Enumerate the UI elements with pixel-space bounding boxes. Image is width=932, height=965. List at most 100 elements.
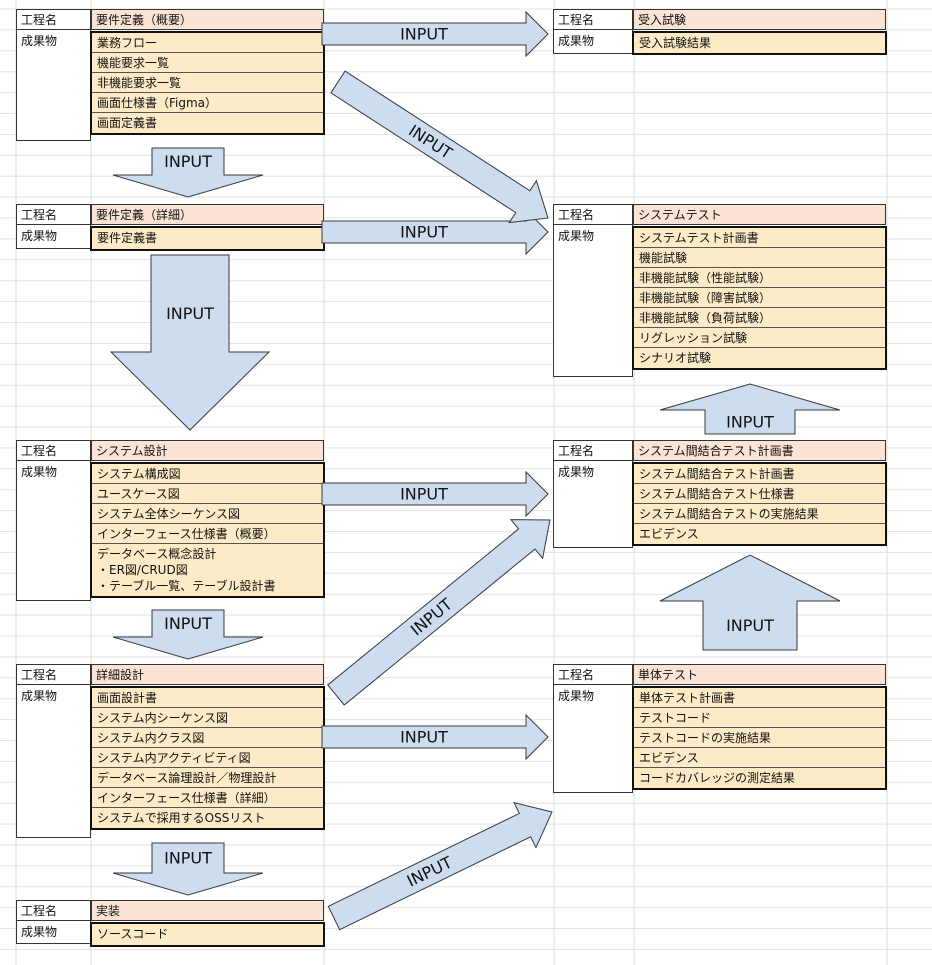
deliverable-label: 成果物 [21, 689, 58, 703]
arrow-down: INPUT [112, 609, 264, 660]
arrow-down: INPUT [112, 842, 264, 896]
deliverable-item: システム間結合テストの実施結果 [634, 504, 885, 524]
deliverable-item: 受入試験結果 [639, 36, 712, 50]
process-label: 工程名 [16, 204, 91, 225]
process-label: 工程名 [16, 9, 91, 30]
deliverable-item: 非機能試験（負荷試験） [634, 308, 885, 328]
deliverable-label: 成果物 [21, 465, 58, 479]
arrow-right: INPUT [321, 713, 549, 761]
deliverable-item: インターフェース仕様書（詳細） [92, 788, 323, 808]
process-label: 工程名 [16, 900, 91, 921]
process-label: 工程名 [553, 440, 633, 461]
deliverable-list: システム構成図ユースケース図システム全体シーケンス図インターフェース仕様書（概要… [90, 462, 325, 598]
deliverable-label-cell: 成果物 [16, 225, 91, 249]
input-label: INPUT [166, 304, 214, 323]
deliverable-label-cell: 成果物 [16, 461, 91, 601]
process-label: 工程名 [16, 440, 91, 461]
arrow-up: INPUT [659, 383, 841, 435]
deliverable-item: 非機能試験（性能試験） [634, 268, 885, 288]
process-name: 実装 [91, 900, 324, 921]
deliverable-item: シナリオ試験 [639, 351, 712, 365]
input-label: INPUT [400, 25, 448, 44]
input-label: INPUT [400, 223, 448, 242]
deliverable-item-line: ・テーブル一覧、テーブル設計書 [97, 579, 276, 593]
deliverable-item: システムテスト計画書 [634, 228, 885, 248]
deliverable-item: エビデンス [634, 748, 885, 768]
deliverable-item: システム間結合テスト仕様書 [634, 484, 885, 504]
deliverable-item: ソースコード [97, 927, 169, 941]
process-label: 工程名 [553, 204, 633, 225]
deliverable-label: 成果物 [558, 34, 595, 48]
arrow-right: INPUT [321, 208, 549, 256]
deliverable-list: 受入試験結果 [632, 31, 887, 55]
deliverable-item: システム間結合テスト計画書 [634, 464, 885, 484]
deliverable-item-line: データベース概念設計 [97, 547, 217, 561]
deliverable-item-database-design: データベース概念設計・ER図/CRUD図・テーブル一覧、テーブル設計書 [92, 544, 323, 596]
arrow-diagonal: INPUT [327, 801, 553, 931]
deliverable-item: テストコード [634, 708, 885, 728]
deliverable-list: 単体テスト計画書テストコードテストコードの実施結果エビデンスコードカバレッジの測… [632, 686, 887, 790]
deliverable-item: 単体テスト計画書 [634, 688, 885, 708]
process-name: 要件定義（詳細） [91, 204, 324, 225]
deliverable-item: システム内アクティビティ図 [92, 748, 323, 768]
input-label: INPUT [164, 849, 212, 868]
process-name: 受入試験 [633, 9, 886, 30]
deliverable-item: インターフェース仕様書（概要） [92, 524, 323, 544]
deliverable-item: データベース論理設計／物理設計 [92, 768, 323, 788]
deliverable-item: リグレッション試験 [634, 328, 885, 348]
deliverable-item: システム内クラス図 [92, 728, 323, 748]
deliverable-label: 成果物 [21, 229, 58, 243]
arrow-right: INPUT [321, 470, 549, 518]
process-name: システム間結合テスト計画書 [633, 440, 886, 461]
process-name: 単体テスト [633, 664, 886, 685]
deliverable-item: ユースケース図 [92, 484, 323, 504]
deliverable-label-cell: 成果物 [16, 921, 91, 944]
deliverable-label: 成果物 [21, 925, 58, 939]
arrow-down: INPUT [112, 147, 264, 198]
deliverable-label: 成果物 [558, 465, 595, 479]
process-name: システムテスト [633, 204, 886, 225]
deliverable-label-cell: 成果物 [16, 30, 91, 141]
deliverable-list: 画面設計書システム内シーケンス図システム内クラス図システム内アクティビティ図デー… [90, 686, 325, 830]
input-label: INPUT [164, 152, 212, 171]
deliverable-label-cell: 成果物 [16, 685, 91, 838]
deliverable-item: 機能要求一覧 [92, 53, 323, 73]
deliverable-item: テストコードの実施結果 [634, 728, 885, 748]
input-label: INPUT [400, 485, 448, 504]
deliverable-item: 非機能要求一覧 [92, 73, 323, 93]
deliverable-item: 画面仕様書（Figma） [92, 93, 323, 113]
deliverable-item: 非機能試験（障害試験） [634, 288, 885, 308]
process-name: 詳細設計 [91, 664, 324, 685]
deliverable-item-line: ・ER図/CRUD図 [97, 563, 188, 577]
input-label: INPUT [164, 614, 212, 633]
process-name: システム設計 [91, 440, 324, 461]
arrow-diagonal: INPUT [327, 519, 551, 706]
deliverable-item: コードカバレッジの測定結果 [639, 771, 796, 785]
process-name: 要件定義（概要） [91, 9, 324, 30]
deliverable-item: 画面定義書 [97, 116, 158, 130]
deliverable-item: システム全体シーケンス図 [92, 504, 323, 524]
deliverable-item: 画面設計書 [92, 688, 323, 708]
process-label: 工程名 [553, 9, 633, 30]
deliverable-item: システム内シーケンス図 [92, 708, 323, 728]
arrow-right: INPUT [321, 10, 549, 58]
deliverable-item: 業務フロー [92, 33, 323, 53]
input-label: INPUT [726, 413, 774, 432]
input-label: INPUT [400, 728, 448, 747]
process-label: 工程名 [553, 664, 633, 685]
deliverable-list: 要件定義書 [90, 226, 325, 251]
deliverable-list: システムテスト計画書機能試験非機能試験（性能試験）非機能試験（障害試験）非機能試… [632, 226, 887, 370]
deliverable-label: 成果物 [558, 229, 595, 243]
deliverable-item: システム構成図 [92, 464, 323, 484]
process-label: 工程名 [16, 664, 91, 685]
arrow-down: INPUT [109, 254, 271, 431]
arrow-up: INPUT [659, 554, 841, 651]
deliverable-item: 機能試験 [634, 248, 885, 268]
arrow-diagonal: INPUT [330, 70, 549, 224]
deliverable-item: 要件定義書 [97, 231, 158, 245]
deliverable-label: 成果物 [21, 34, 58, 48]
deliverable-label: 成果物 [558, 689, 595, 703]
deliverable-list: 業務フロー機能要求一覧非機能要求一覧画面仕様書（Figma） 画面定義書 [90, 31, 325, 135]
deliverable-item: システムで採用するOSSリスト [97, 811, 266, 825]
